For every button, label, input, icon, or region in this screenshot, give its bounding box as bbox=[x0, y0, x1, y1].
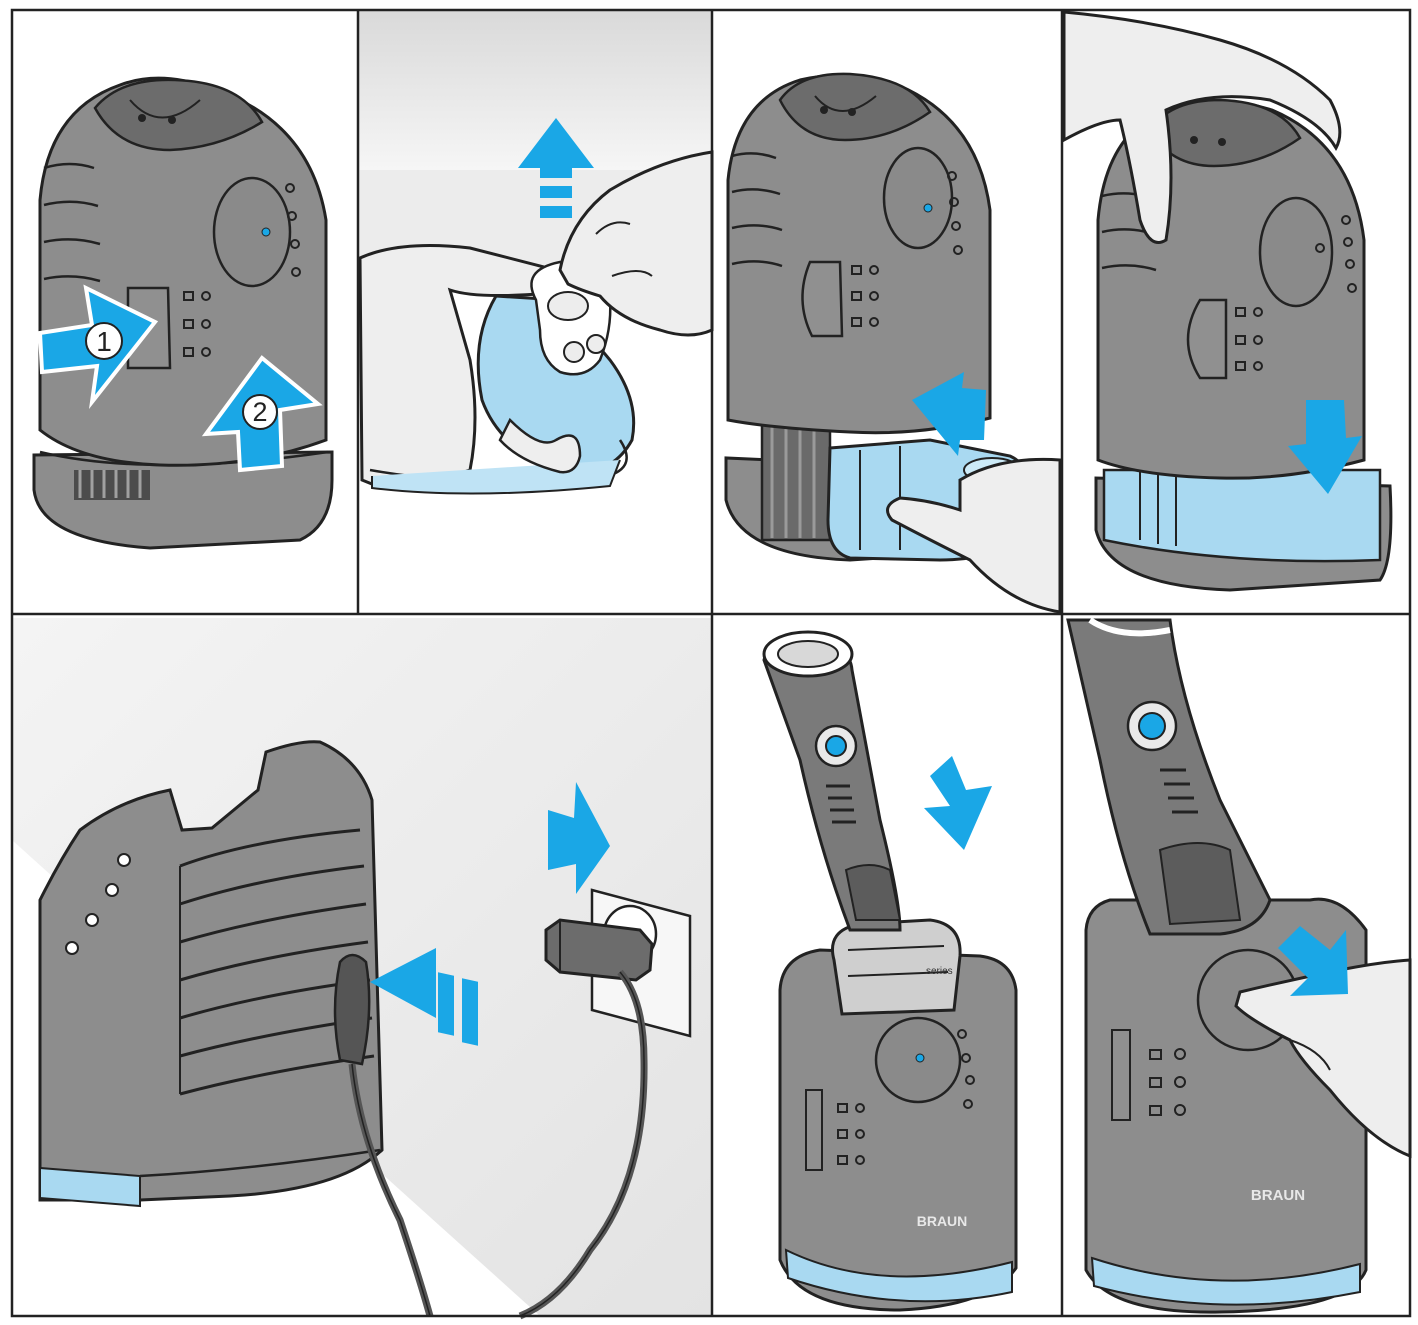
panel-remove-housing: 1 2 bbox=[32, 76, 334, 550]
step-number-1: 1 bbox=[96, 326, 112, 357]
panel-grid bbox=[10, 8, 1412, 1318]
step-number-2: 2 bbox=[252, 397, 267, 427]
panel-lock-housing bbox=[1062, 10, 1393, 592]
panel-connect-power bbox=[12, 618, 712, 1320]
panel-insert-shaver: BRAUN series bbox=[762, 630, 1018, 1312]
brand-logo-station-2: BRAUN bbox=[1251, 1187, 1305, 1204]
brand-logo-station-1: BRAUN bbox=[917, 1213, 968, 1229]
panel-remove-seal bbox=[358, 10, 714, 495]
panel-start-cleaning: BRAUN bbox=[1066, 617, 1412, 1314]
shaver-head-label: series bbox=[926, 966, 953, 977]
panel-insert-cartridge bbox=[724, 72, 1062, 614]
